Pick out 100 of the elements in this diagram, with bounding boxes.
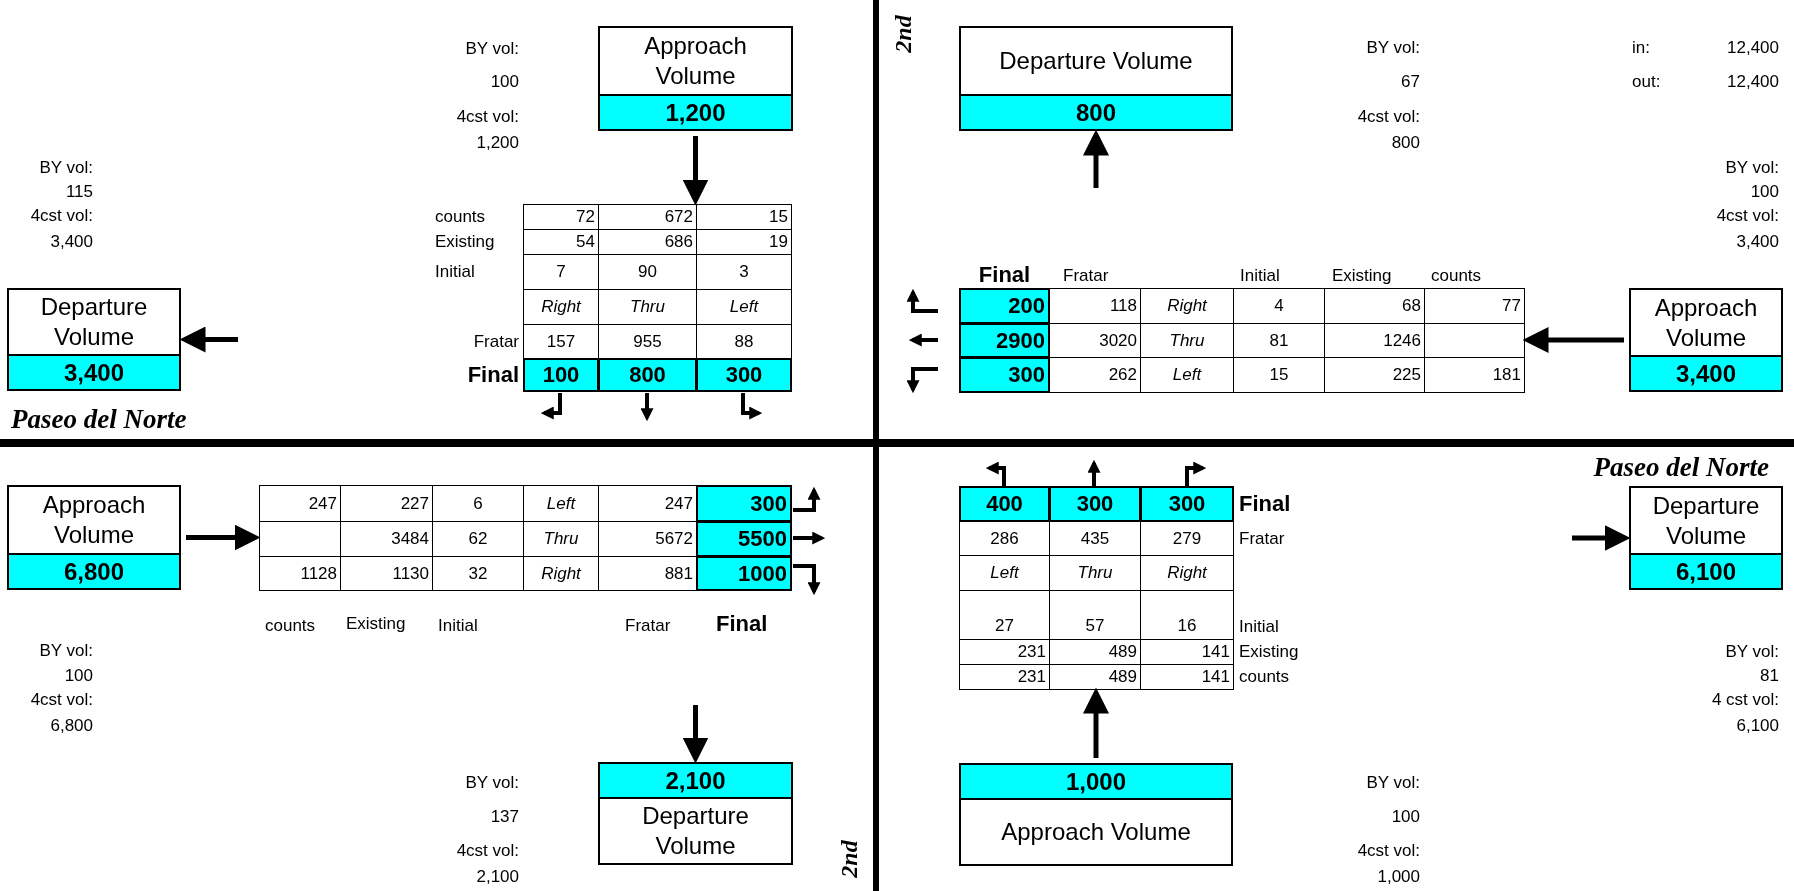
table-cell: 800 <box>598 358 697 392</box>
arrow <box>682 705 709 764</box>
table-cell: 300 <box>1140 486 1234 522</box>
table-cell: 247 <box>259 485 341 522</box>
street-name: 2nd <box>836 840 862 878</box>
table-cell: 300 <box>696 485 792 522</box>
table-header: Fratar <box>1062 264 1110 287</box>
table-cell: 200 <box>959 288 1050 324</box>
table-cell: 141 <box>1140 664 1234 690</box>
volume-box <box>598 762 793 865</box>
volume-value: 800 <box>961 94 1231 129</box>
volume-label: 2,100 <box>476 866 519 888</box>
box-title: Approach Volume <box>1000 817 1192 847</box>
volume-label: 4cst vol: <box>1357 106 1420 128</box>
box-title: Departure Volume <box>1651 490 1761 551</box>
volume-label: 137 <box>490 806 519 828</box>
table-header: Fratar <box>472 330 520 353</box>
box-title: Departure Volume <box>641 801 750 861</box>
volume-label: 4cst vol: <box>30 205 93 227</box>
volume-value: 1,000 <box>961 765 1231 800</box>
volume-label: BY vol: <box>1366 772 1420 794</box>
table-header: Initial <box>1238 616 1280 638</box>
volume-value: 6,800 <box>9 553 179 588</box>
street-name: Paseo del Norte <box>1593 452 1769 482</box>
volume-label: 800 <box>1391 132 1420 154</box>
street-name: Paseo del Norte <box>11 404 187 434</box>
arrow <box>186 524 261 551</box>
volume-label: 6,800 <box>50 715 93 737</box>
volume-box <box>7 485 181 590</box>
volume-label: 4 cst vol: <box>1711 689 1779 711</box>
table-header: Existing <box>1238 641 1300 663</box>
table-header: counts <box>264 615 317 637</box>
table-header: Fratar <box>1238 527 1286 550</box>
arrow <box>1572 525 1631 551</box>
table-cell: 5500 <box>696 521 792 557</box>
volume-label: BY vol: <box>1366 37 1420 59</box>
volume-box <box>7 288 181 391</box>
volume-box <box>959 763 1233 866</box>
volume-label: 100 <box>1391 806 1420 828</box>
table-header: Final <box>715 610 769 638</box>
volume-label: 12,400 <box>1727 37 1779 59</box>
table-cell: 72 <box>523 204 599 230</box>
table-header: Initial <box>434 261 476 283</box>
table-header: Final <box>1238 490 1292 518</box>
table-cell: 231 <box>959 664 1050 690</box>
box-title: Departure Volume <box>998 46 1194 76</box>
volume-box <box>1629 486 1783 590</box>
table-header: Fratar <box>624 615 672 637</box>
volume-label: 6,100 <box>1736 715 1779 737</box>
volume-label: in: <box>1632 37 1650 59</box>
volume-box <box>598 26 793 131</box>
box-title: Approach Volume <box>643 31 748 91</box>
table-header: counts <box>1430 264 1483 287</box>
volume-label: 4cst vol: <box>30 689 93 711</box>
volume-label: BY vol: <box>465 772 519 794</box>
volume-label: 12,400 <box>1727 71 1779 93</box>
arrow <box>682 136 709 206</box>
table-header: Final <box>466 361 520 389</box>
volume-box <box>959 26 1233 131</box>
volume-label: out: <box>1632 71 1661 93</box>
volume-label: 4cst vol: <box>1716 205 1779 227</box>
volume-label: 81 <box>1760 665 1779 687</box>
table-header: Initial <box>437 615 479 637</box>
box-title: Departure Volume <box>39 292 149 352</box>
volume-label: BY vol: <box>1725 641 1779 663</box>
table-header: Existing <box>1331 264 1393 287</box>
table-cell: 300 <box>1049 486 1141 522</box>
street-name: 2nd <box>890 15 916 53</box>
table-cell: 77 <box>1424 288 1525 324</box>
volume-label: 100 <box>490 71 519 93</box>
volume-label: 1,000 <box>1377 866 1420 888</box>
arrow <box>1522 327 1624 353</box>
volume-label: 115 <box>65 181 93 203</box>
volume-label: 100 <box>1750 181 1779 203</box>
table-header: Existing <box>345 613 407 635</box>
table-cell: 400 <box>959 486 1050 522</box>
volume-label: 100 <box>64 665 93 687</box>
table-header: Existing <box>434 231 496 253</box>
table-cell: 300 <box>959 357 1050 393</box>
volume-label: BY vol: <box>465 38 519 60</box>
volume-label: 3,400 <box>50 231 93 253</box>
table-cell: 15 <box>696 204 792 230</box>
table-cell: 100 <box>523 358 599 392</box>
arrow <box>1083 687 1109 758</box>
volume-value: 2,100 <box>600 764 791 799</box>
volume-box <box>1629 288 1783 392</box>
table-cell: 181 <box>1424 357 1525 393</box>
volume-label: 4cst vol: <box>1357 840 1420 862</box>
table-cell: 2900 <box>959 323 1050 358</box>
volume-value: 1,200 <box>600 94 791 129</box>
volume-label: BY vol: <box>1725 157 1779 179</box>
volume-label: BY vol: <box>39 157 93 179</box>
box-title: Approach Volume <box>41 490 147 550</box>
table-cell: 1128 <box>259 556 341 591</box>
volume-label: 3,400 <box>1736 231 1779 253</box>
table-cell: 1000 <box>696 556 792 591</box>
table-cell: 300 <box>696 358 792 392</box>
volume-value: 6,100 <box>1631 553 1781 588</box>
box-title: Approach Volume <box>1653 292 1759 353</box>
volume-label: 67 <box>1401 71 1420 93</box>
